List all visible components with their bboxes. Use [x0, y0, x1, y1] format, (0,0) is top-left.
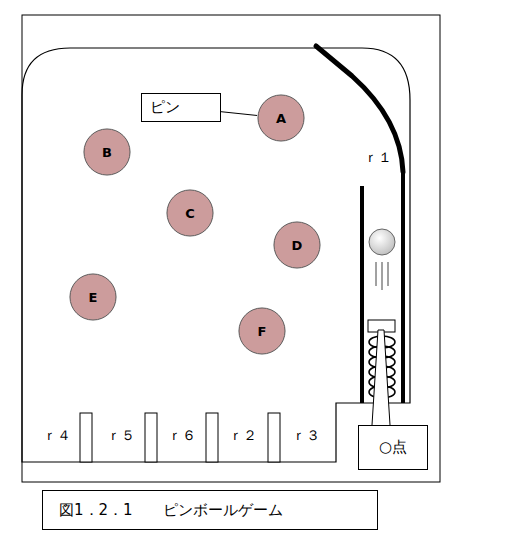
pin-letter: B: [102, 145, 112, 160]
pin: A: [257, 94, 305, 142]
slot-divider: [145, 413, 157, 462]
ball: [369, 229, 395, 255]
pin-circle: [167, 190, 213, 236]
pin: C: [166, 189, 214, 237]
pin-letter: E: [89, 290, 98, 305]
pin-letter: A: [276, 111, 286, 126]
figure-caption: 図1．2．1 ピンボールゲーム: [59, 501, 283, 520]
caption-box: 図1．2．1 ピンボールゲーム: [42, 490, 378, 530]
launch-wall: [401, 170, 405, 403]
slot-label: ｒ２: [228, 427, 258, 445]
board-outline: [22, 48, 410, 462]
slot-divider: [206, 413, 218, 462]
motion-lines: [376, 262, 388, 290]
pin: E: [69, 273, 117, 321]
pin-circle: [239, 308, 285, 354]
pin-circle: [70, 274, 116, 320]
pin: D: [273, 221, 321, 269]
leader-line: [221, 112, 257, 116]
guide-rail: [316, 46, 403, 172]
pin: B: [83, 128, 131, 176]
slot-label: ｒ６: [167, 427, 197, 445]
pin-circle: [274, 222, 320, 268]
pin-letter: D: [292, 238, 303, 253]
launch-wall: [360, 186, 364, 403]
slot-label: ｒ４: [42, 427, 72, 445]
slot-divider: [268, 413, 280, 462]
callout-box: ピン: [141, 93, 221, 122]
pin: F: [238, 307, 286, 355]
pin-circle: [84, 129, 130, 175]
point-box: ○点: [358, 425, 428, 470]
pin-letter: C: [185, 206, 195, 221]
slot-divider: [80, 413, 92, 462]
pin-circle: [258, 95, 304, 141]
callout-text: ○点: [379, 438, 407, 457]
callout-text: ピン: [150, 98, 180, 117]
callout-pointer: [372, 330, 390, 425]
outer-frame: [22, 15, 440, 482]
slot-label: ｒ５: [106, 427, 136, 445]
slot-label: ｒ１: [363, 149, 393, 167]
pin-letter: F: [258, 324, 267, 339]
slot-label: ｒ３: [291, 427, 321, 445]
